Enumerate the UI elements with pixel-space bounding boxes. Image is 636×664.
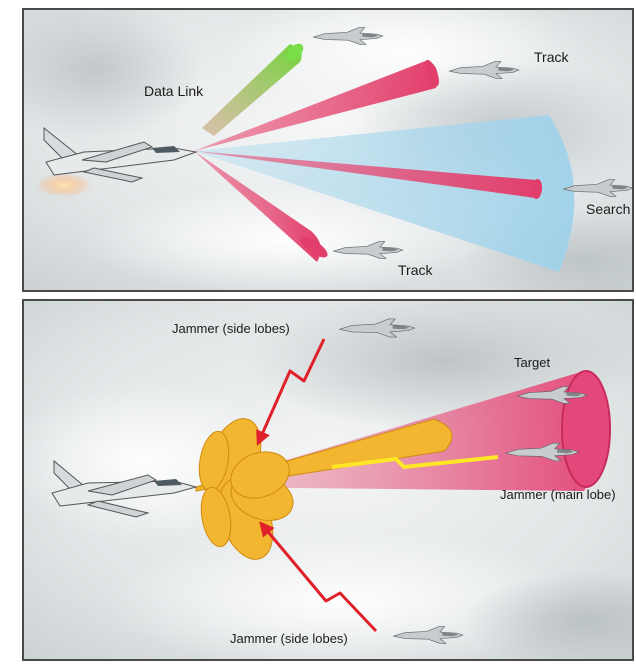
label-target: Target xyxy=(514,355,551,370)
label-track-lower: Track xyxy=(398,262,433,278)
label-track-upper: Track xyxy=(534,49,569,65)
label-jammer-side-top: Jammer (side lobes) xyxy=(172,321,290,336)
label-jammer-main: Jammer (main lobe) xyxy=(500,487,616,502)
label-data-link: Data Link xyxy=(144,83,204,99)
label-jammer-side-bottom: Jammer (side lobes) xyxy=(230,631,348,646)
jamming-panel: Jammer (side lobes) Target Jammer (main … xyxy=(22,299,634,661)
radar-modes-diagram: Data Link Track Search Track xyxy=(24,10,634,292)
label-search: Search xyxy=(586,201,630,217)
radar-modes-panel: Data Link Track Search Track xyxy=(22,8,634,292)
main-lobe-cone-end xyxy=(562,371,610,487)
jamming-diagram: Jammer (side lobes) Target Jammer (main … xyxy=(24,301,634,661)
